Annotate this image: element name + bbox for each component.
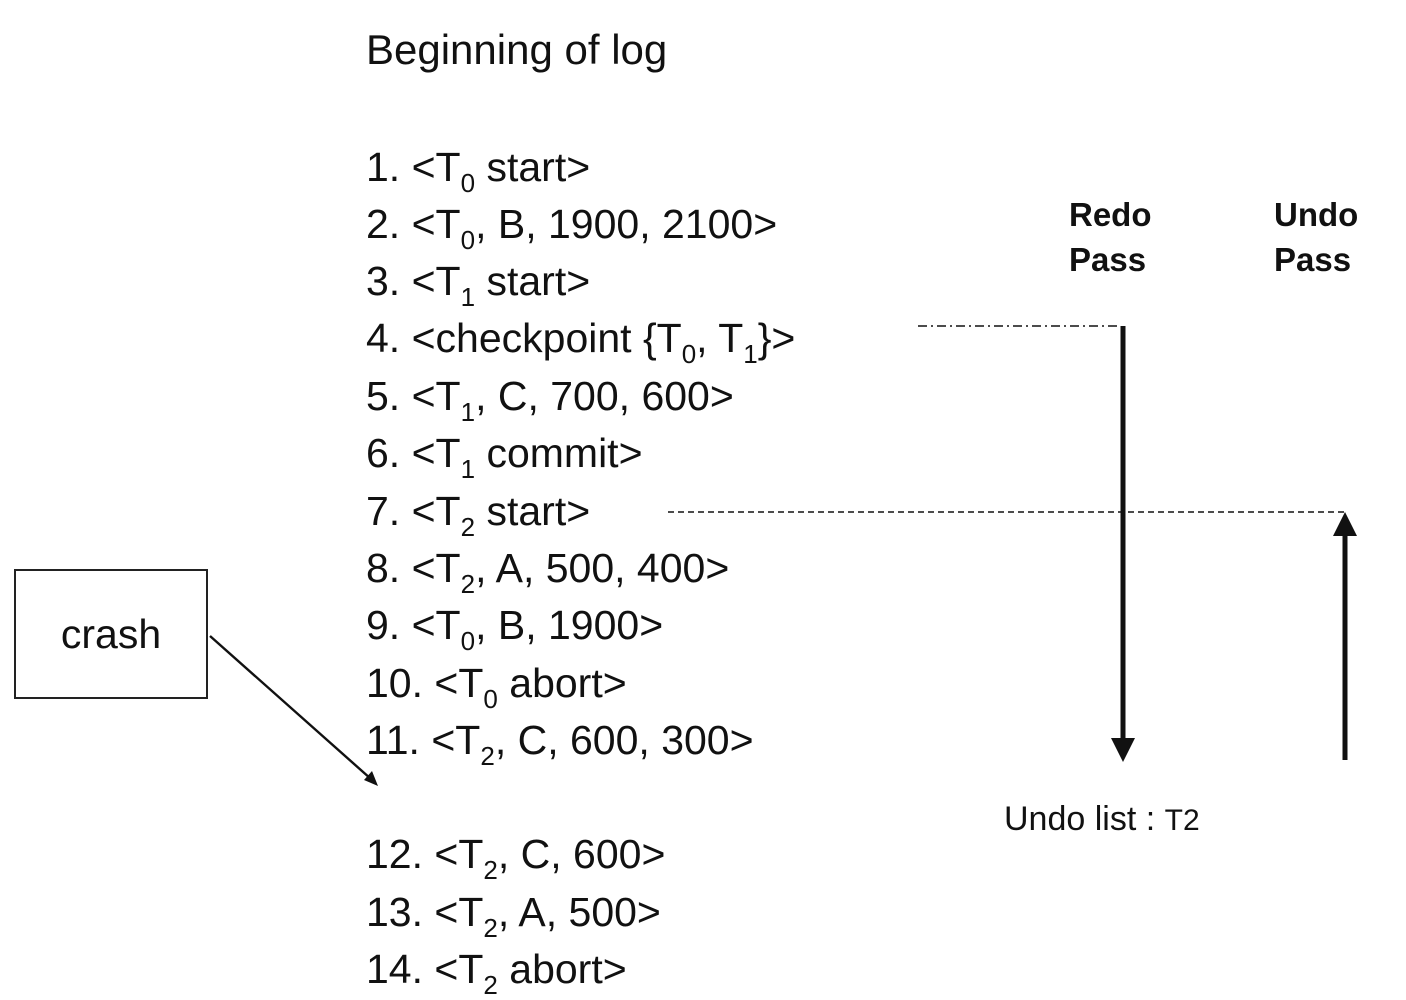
log-entry-number: 7.	[366, 488, 401, 534]
log-entry-text: , C, 600, 300>	[494, 717, 754, 763]
log-entry: 11. <T2, C, 600, 300>	[366, 716, 754, 769]
log-entry-text: <T	[434, 660, 484, 706]
log-entry-text: abort>	[497, 946, 627, 992]
log-entry-text: start>	[475, 258, 591, 304]
crash-pointer-arrow	[209, 635, 372, 780]
log-entry-list: 1. <T0 start>2. <T0, B, 1900, 2100>3. <T…	[366, 0, 926, 1000]
undo-list-value: T2	[1164, 804, 1200, 837]
log-entry: 8. <T2, A, 500, 400>	[366, 544, 730, 597]
undo-list: Undo list : T2	[1004, 798, 1200, 842]
crash-label: crash	[60, 610, 162, 657]
log-entry-subscript: 2	[483, 970, 498, 1000]
log-entry-number: 2.	[366, 201, 401, 247]
log-entry-subscript: 2	[460, 512, 476, 543]
log-entry-number: 14.	[366, 946, 423, 992]
log-entry-subscript: 0	[460, 225, 476, 256]
log-entry: 9. <T0, B, 1900>	[366, 601, 664, 654]
log-entry: 13. <T2, A, 500>	[366, 888, 661, 941]
log-title: Beginning of log	[366, 26, 668, 73]
crash-box: crash	[14, 569, 208, 699]
undo-pass-label-line2: Pass	[1274, 241, 1352, 278]
log-entry-text: <checkpoint {T	[411, 315, 682, 361]
log-entry-text: <T	[434, 946, 484, 992]
log-entry-number: 3.	[366, 258, 401, 304]
undo-pass-label: Undo Pass	[1274, 192, 1358, 282]
log-entry: 7. <T2 start>	[366, 487, 591, 540]
log-entry-number: 5.	[366, 373, 401, 419]
log-entry-text: <T	[411, 373, 461, 419]
log-entry-text: , A, 500>	[497, 889, 661, 935]
log-entry-number: 13.	[366, 889, 423, 935]
log-entry-subscript: 1	[460, 454, 476, 485]
log-entry: 3. <T1 start>	[366, 257, 591, 310]
log-entry-text: , B, 1900, 2100>	[475, 201, 778, 247]
log-entry-text: <T	[411, 144, 461, 190]
log-entry-subscript: 0	[483, 684, 498, 715]
log-entry-text: , C, 600>	[497, 831, 666, 877]
redo-pass-label: Redo Pass	[1069, 192, 1152, 282]
log-entry-number: 12.	[366, 831, 423, 877]
log-entry-text: <T	[431, 717, 481, 763]
log-entry-number: 10.	[366, 660, 423, 706]
log-entry-text: start>	[475, 144, 591, 190]
log-entry-subscript: 2	[483, 855, 498, 886]
log-entry-number: 4.	[366, 315, 401, 361]
log-entry-text: , B, 1900>	[475, 602, 664, 648]
log-entry-text: <T	[411, 258, 461, 304]
log-entry-subscript: 2	[483, 913, 498, 944]
log-entry-text: start>	[475, 488, 591, 534]
log-entry-number: 11.	[366, 717, 420, 763]
log-entry: 1. <T0 start>	[366, 143, 591, 196]
log-entry-subscript: 0	[681, 339, 697, 370]
redo-pass-arrow-head	[1111, 738, 1135, 762]
log-entry-text: , C, 700, 600>	[475, 373, 734, 419]
log-entry-subscript: 0	[460, 626, 476, 657]
log-entry-text: commit>	[475, 430, 643, 476]
redo-pass-label-line2: Pass	[1069, 241, 1147, 278]
log-entry: 12. <T2, C, 600>	[366, 830, 666, 883]
log-entry-text: , A, 500, 400>	[475, 545, 730, 591]
log-entry-text: <T	[411, 602, 461, 648]
log-entry-text: <T	[411, 488, 461, 534]
log-entry-text: , T	[696, 315, 744, 361]
log-entry-text: abort>	[497, 660, 627, 706]
log-entry-subscript: 1	[460, 282, 476, 313]
log-entry-subscript: 0	[460, 168, 476, 199]
log-entry: 2. <T0, B, 1900, 2100>	[366, 200, 778, 253]
log-entry: 4. <checkpoint {T0, T1}>	[366, 314, 796, 367]
log-entry: 5. <T1, C, 700, 600>	[366, 372, 734, 425]
log-entry: 6. <T1 commit>	[366, 429, 643, 482]
log-entry-subscript: 1	[460, 397, 476, 428]
log-entry-number: 1.	[366, 144, 401, 190]
log-entry-number: 8.	[366, 545, 401, 591]
redo-pass-label-line1: Redo	[1069, 196, 1152, 233]
log-entry-text: <T	[411, 430, 461, 476]
log-entry: 10. <T0 abort>	[366, 659, 627, 712]
log-entry-number: 9.	[366, 602, 401, 648]
undo-list-label: Undo list :	[1004, 800, 1165, 838]
log-entry-text: }>	[757, 315, 796, 361]
log-entry-subscript: 1	[743, 339, 758, 370]
undo-pass-label-line1: Undo	[1274, 196, 1359, 233]
log-entry-subscript: 2	[480, 741, 495, 772]
undo-pass-arrow-head	[1333, 512, 1357, 536]
log-entry: 14. <T2 abort>	[366, 945, 627, 998]
log-entry-number: 6.	[366, 430, 401, 476]
log-entry-text: <T	[434, 889, 484, 935]
log-entry-text: <T	[434, 831, 484, 877]
log-entry-subscript: 2	[460, 569, 476, 600]
log-entry-text: <T	[411, 201, 461, 247]
log-entry-text: <T	[411, 545, 461, 591]
